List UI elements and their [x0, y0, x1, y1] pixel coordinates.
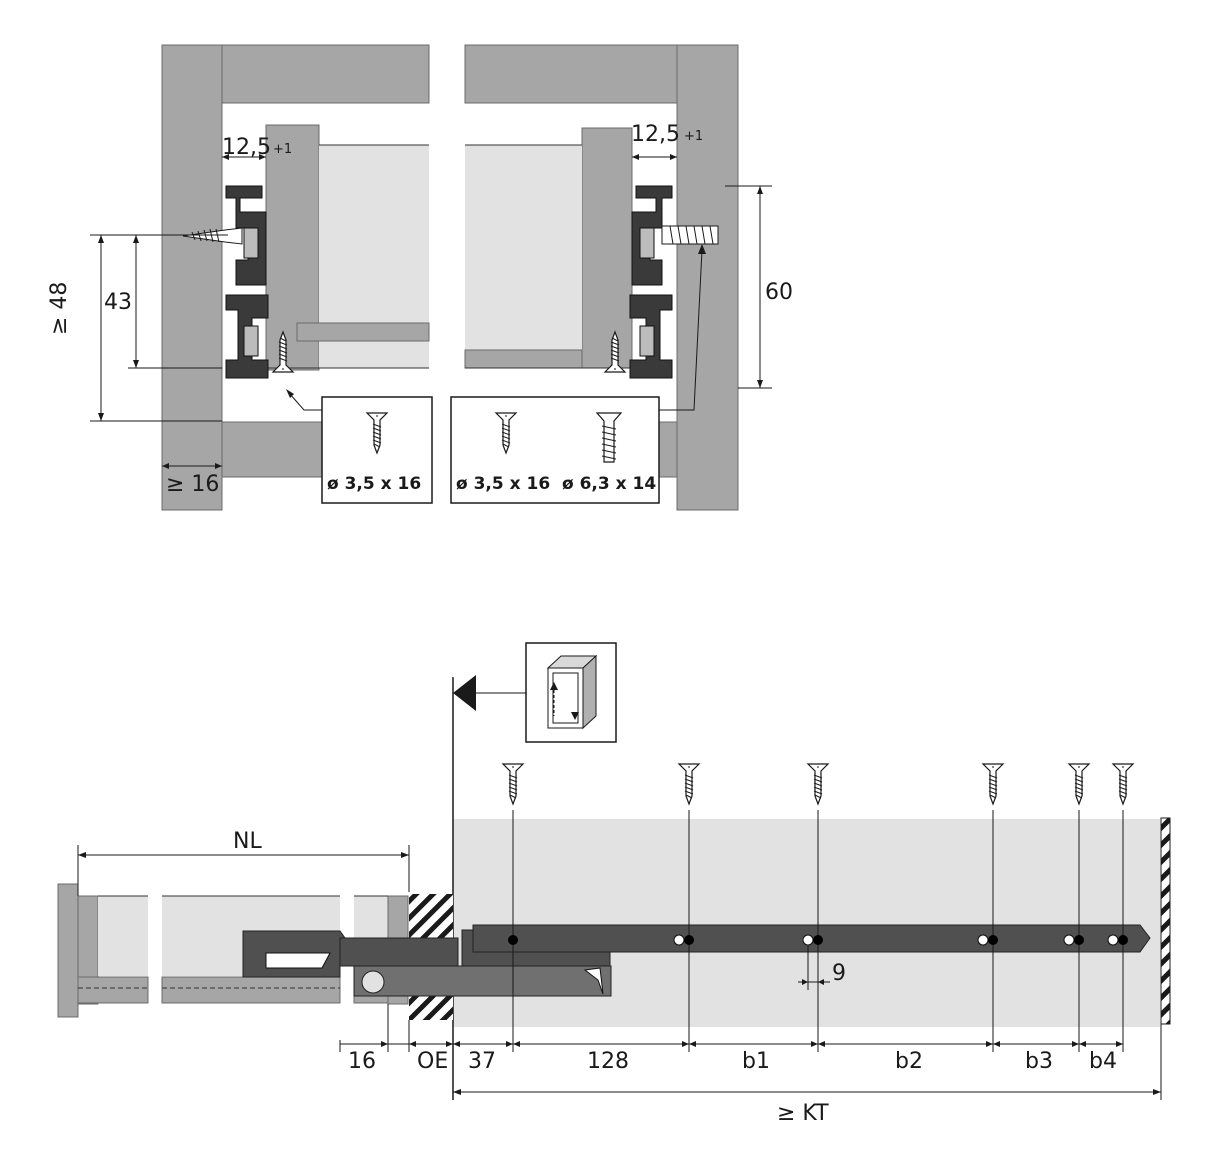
bottom-panel-right	[658, 421, 678, 478]
drawer-side-right	[581, 127, 633, 369]
side-view: NL 9 16 OE 37 128 b1 b2 b3 b4 ≥ KT	[57, 642, 1171, 1126]
dim-hole-height: 43	[104, 290, 132, 315]
dim-gap-left-tolerance: +1	[273, 142, 292, 157]
drawer-front	[57, 883, 79, 1018]
dim-cabinet-depth: ≥ KT	[777, 1101, 829, 1126]
right-side-panel	[676, 44, 739, 511]
section-view: 12,5 +1 12,5 +1 ≥ 48 43 60 ≥ 16 ø 3,5 x …	[47, 44, 793, 511]
screw-horizontal-right-icon	[661, 225, 719, 245]
runner-profile-left	[225, 185, 269, 379]
runner-holes	[508, 934, 1128, 946]
drawer-bottom-left	[296, 322, 430, 342]
screw-6-icon	[1112, 763, 1134, 805]
bottom-panel-left	[221, 421, 323, 478]
drawer-bottom-right	[464, 349, 583, 369]
screw-5-icon	[1068, 763, 1090, 805]
dim-128: 128	[587, 1049, 629, 1074]
dim-gap-left: 12,5	[222, 135, 271, 160]
screw-box-left: ø 3,5 x 16	[321, 396, 433, 504]
euro-screw-icon	[595, 412, 623, 463]
dim-gap-right-tolerance: +1	[684, 129, 703, 144]
screw-box-right: ø 3,5 x 16 ø 6,3 x 14	[450, 396, 660, 504]
left-side-panel	[161, 44, 223, 511]
dim-min-height: ≥ 48	[47, 282, 72, 335]
screw-2-icon	[678, 763, 700, 805]
dim-panel-thickness: ≥ 16	[166, 472, 219, 497]
dim-b4: b4	[1089, 1049, 1117, 1074]
screw-horizontal-left-icon	[182, 227, 243, 245]
screw-4-icon	[982, 763, 1004, 805]
dim-37: 37	[468, 1049, 496, 1074]
dim-hole-offset: 9	[832, 961, 846, 986]
screw-label-right-a: ø 3,5 x 16	[456, 474, 550, 494]
screw-label-right-b: ø 6,3 x 14	[562, 474, 656, 494]
dim-oe: OE	[417, 1049, 448, 1074]
screw-1-icon	[502, 763, 524, 805]
top-panel-left	[221, 44, 430, 104]
drawer-runner-mid	[339, 937, 459, 967]
dim-16: 16	[348, 1049, 376, 1074]
top-panel-right	[464, 44, 678, 104]
front-reference-arrow	[453, 675, 476, 711]
screw-label-left: ø 3,5 x 16	[327, 474, 421, 494]
dim-nominal-length: NL	[233, 829, 262, 854]
back-panel	[1160, 817, 1171, 1025]
dim-b3: b3	[1025, 1049, 1053, 1074]
runner-screws	[502, 763, 1134, 805]
screw-3-icon	[807, 763, 829, 805]
dim-right-height: 60	[765, 280, 793, 305]
dim-gap-right: 12,5	[631, 122, 680, 147]
dim-b1: b1	[742, 1049, 770, 1074]
drawer-interior-right	[465, 145, 582, 368]
cabinet-icon	[525, 642, 617, 743]
dim-b2: b2	[895, 1049, 923, 1074]
runner-profile-right	[629, 185, 673, 379]
